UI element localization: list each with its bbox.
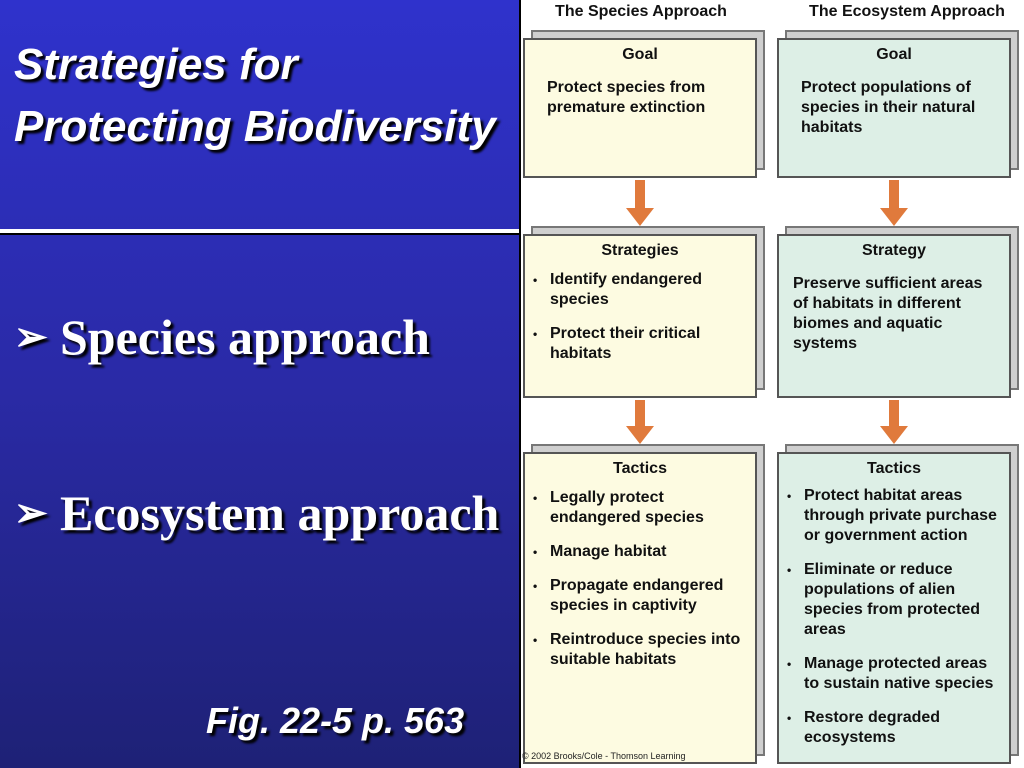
copyright-notice: © 2002 Brooks/Cole - Thomson Learning: [522, 751, 686, 761]
bullet-species-approach: ➢Species approach: [14, 304, 500, 370]
list-item: Manage habitat: [533, 542, 749, 562]
list-item: Protect their critical habitats: [533, 324, 749, 364]
flow-arrow: [880, 400, 908, 444]
box-list: Protect habitat areas through private pu…: [779, 486, 1003, 748]
ecosystem-approach-heading: The Ecosystem Approach: [809, 3, 1005, 20]
list-item: Legally protect endangered species: [533, 488, 749, 528]
box-list: Identify endangered species Protect thei…: [525, 270, 749, 364]
approach-diagram: The Species Approach The Ecosystem Appro…: [519, 0, 1024, 768]
title-divider: [0, 229, 519, 233]
ecosystem-goal-box: Goal Protect populations of species in t…: [777, 38, 1011, 178]
box-title: Strategy: [861, 242, 927, 259]
list-item: Manage protected areas to sustain native…: [787, 654, 1003, 694]
list-item: Eliminate or reduce populations of alien…: [787, 560, 1003, 640]
box-list: Legally protect endangered species Manag…: [525, 488, 749, 670]
list-item: Restore degraded ecosystems: [787, 708, 1003, 748]
species-approach-heading: The Species Approach: [555, 3, 727, 20]
panel-divider: [519, 0, 521, 768]
box-text: Preserve sufficient areas of habitats in…: [793, 275, 983, 352]
species-tactics-box: Tactics Legally protect endangered speci…: [523, 452, 757, 764]
box-title: Goal: [622, 46, 658, 63]
slide-title: Strategies for Protecting Biodiversity: [14, 40, 496, 151]
box-title: Tactics: [867, 460, 921, 477]
figure-reference: Fig. 22-5 p. 563: [206, 700, 465, 741]
species-goal-box: Goal Protect species from premature exti…: [523, 38, 757, 178]
bullet-ecosystem-approach: ➢Ecosystem approach: [14, 480, 500, 546]
box-text: Protect species from premature extinctio…: [547, 79, 706, 116]
flow-arrow: [626, 180, 654, 226]
slide-left-panel: Strategies for Protecting Biodiversity ➢…: [0, 0, 519, 768]
flow-arrow: [880, 180, 908, 226]
list-item: Protect habitat areas through private pu…: [787, 486, 1003, 546]
list-item: Reintroduce species into suitable habita…: [533, 630, 749, 670]
box-title: Tactics: [613, 460, 667, 477]
species-strategies-box: Strategies Identify endangered species P…: [523, 234, 757, 398]
box-title: Goal: [876, 46, 912, 63]
list-item: Propagate endangered species in captivit…: [533, 576, 749, 616]
ecosystem-tactics-box: Tactics Protect habitat areas through pr…: [777, 452, 1011, 764]
list-item: Identify endangered species: [533, 270, 749, 310]
arrow-bullet-icon: ➢: [14, 314, 48, 359]
box-text: Protect populations of species in their …: [801, 79, 976, 136]
ecosystem-strategy-box: Strategy Preserve sufficient areas of ha…: [777, 234, 1011, 398]
box-title: Strategies: [601, 242, 679, 259]
arrow-bullet-icon: ➢: [14, 490, 48, 535]
flow-arrow: [626, 400, 654, 444]
